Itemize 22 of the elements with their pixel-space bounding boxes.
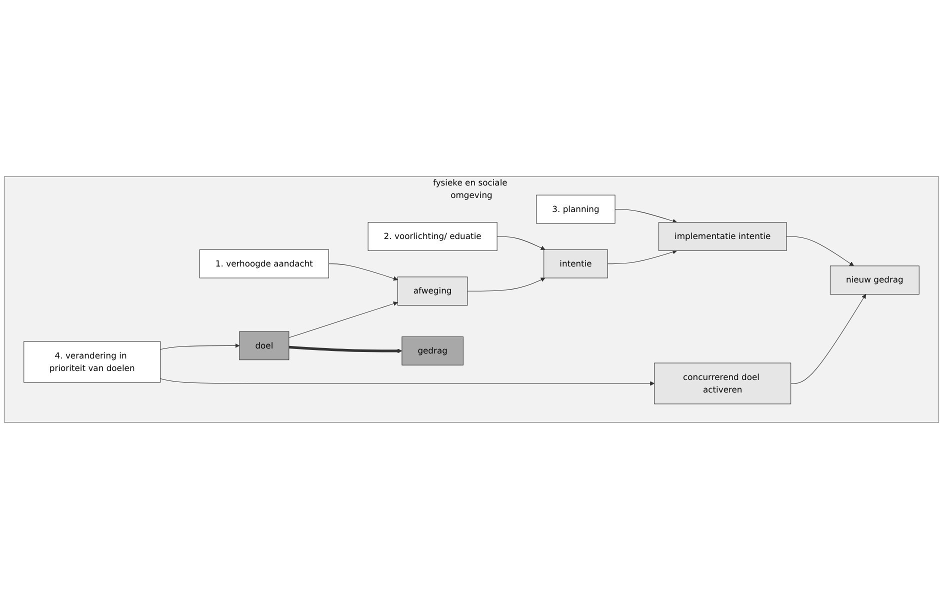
node-box: gedrag — [402, 336, 464, 366]
node-box: 1. verhoogde aandacht — [199, 249, 329, 278]
node-box: 2. voorlichting/ eduatie — [368, 222, 498, 251]
node-box: implementatie intentie — [658, 222, 787, 251]
arrow — [467, 278, 546, 292]
arrow — [160, 378, 655, 386]
arrow — [328, 264, 398, 281]
arrow — [607, 250, 678, 264]
arrow — [288, 302, 398, 338]
node-box: nieuw gedrag — [830, 266, 920, 295]
node-box: intentie — [544, 249, 608, 278]
node-box: afweging — [397, 276, 468, 306]
arrow — [288, 346, 402, 354]
arrow — [160, 343, 240, 350]
node-box: 4. verandering in prioriteit van doelen — [24, 341, 161, 383]
arrow — [614, 208, 678, 224]
node-box: concurrerend doel activeren — [654, 362, 792, 404]
arrow — [496, 236, 546, 250]
node-box: 3. planning — [536, 194, 616, 224]
arrow — [790, 294, 866, 384]
arrow — [786, 236, 854, 266]
node-box: doel — [239, 331, 290, 360]
